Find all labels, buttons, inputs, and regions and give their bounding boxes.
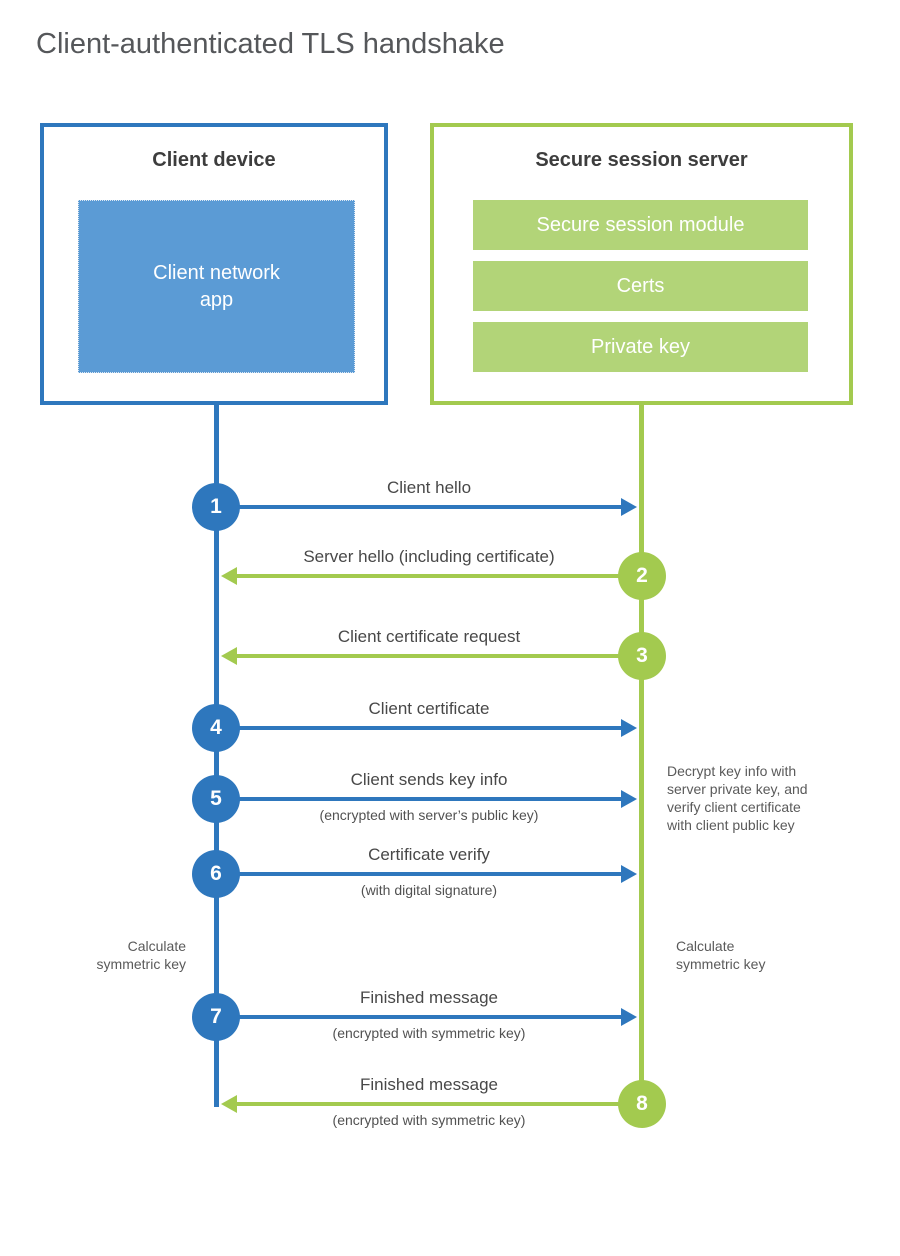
step-circle-7: 7 (192, 993, 240, 1041)
message-arrow-line (236, 654, 642, 658)
step-circle-3: 3 (618, 632, 666, 680)
step-circle-1: 1 (192, 483, 240, 531)
server-module-bar: Certs (473, 261, 808, 311)
message-subtitle: (with digital signature) (360, 882, 498, 898)
arrow-head-icon (621, 498, 637, 516)
arrow-head-icon (221, 1095, 237, 1113)
message-title: Certificate verify (368, 845, 490, 864)
arrow-head-icon (621, 865, 637, 883)
arrow-head-icon (621, 790, 637, 808)
message-title: Client certificate request (337, 627, 521, 646)
server-module-bar: Private key (473, 322, 808, 372)
message-title: Server hello (including certificate) (303, 547, 555, 566)
message-title: Finished message (360, 1075, 498, 1094)
page-title: Client-authenticated TLS handshake (36, 28, 505, 60)
step-circle-8: 8 (618, 1080, 666, 1128)
step-circle-2: 2 (618, 552, 666, 600)
calc-symmetric-key-right: Calculate symmetric key (676, 938, 766, 972)
message-title: Client hello (386, 478, 472, 497)
message-arrow-line (216, 505, 622, 509)
client-lifeline (214, 405, 219, 1107)
server-box-title: Secure session server (535, 149, 748, 171)
message-subtitle: (encrypted with symmetric key) (332, 1025, 526, 1041)
message-arrow-line (216, 797, 622, 801)
message-arrow-line (216, 1015, 622, 1019)
message-subtitle: (encrypted with server’s public key) (319, 807, 539, 823)
message-arrow-line (216, 872, 622, 876)
server-module-bar: Secure session module (473, 200, 808, 250)
arrow-head-icon (621, 1008, 637, 1026)
decrypt-note: Decrypt key info with server private key… (667, 763, 808, 833)
message-title: Client sends key info (350, 770, 508, 789)
message-title: Finished message (360, 988, 498, 1007)
message-arrow-line (236, 574, 642, 578)
client-network-app-box: Client network app (78, 200, 355, 373)
step-circle-6: 6 (192, 850, 240, 898)
calc-symmetric-key-left: Calculate symmetric key (96, 938, 186, 972)
step-circle-5: 5 (192, 775, 240, 823)
step-circle-4: 4 (192, 704, 240, 752)
message-title: Client certificate (368, 699, 490, 718)
arrow-head-icon (221, 647, 237, 665)
client-device-title: Client device (152, 149, 276, 171)
arrow-head-icon (221, 567, 237, 585)
message-subtitle: (encrypted with symmetric key) (332, 1112, 526, 1128)
message-arrow-line (216, 726, 622, 730)
server-lifeline (639, 405, 644, 1105)
arrow-head-icon (621, 719, 637, 737)
message-arrow-line (236, 1102, 642, 1106)
